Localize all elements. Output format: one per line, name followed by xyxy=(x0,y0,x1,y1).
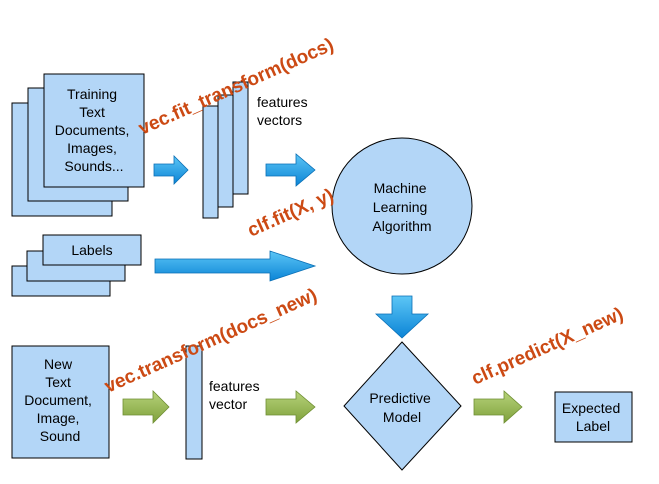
new-document-node: New Text Document, Image, Sound xyxy=(11,345,110,459)
feature-vectors-stack: features vectors xyxy=(202,81,311,219)
training-line: Sounds... xyxy=(64,158,123,174)
arrow-ml-to-model xyxy=(374,295,430,339)
feature-vector-bar xyxy=(217,94,234,208)
expected-label-node: Expected Label xyxy=(554,391,633,443)
expected-label-text: Expected Label xyxy=(562,400,624,434)
training-line: Text xyxy=(79,104,105,120)
code-predict: clf.predict(X_new) xyxy=(468,304,626,390)
new-document-box xyxy=(11,345,110,459)
predictive-model-diamond xyxy=(343,341,462,471)
training-line: Documents, xyxy=(55,122,130,138)
new-document-label: New Text Document, Image, Sound xyxy=(24,356,96,444)
features-vector-label: features vector xyxy=(209,378,263,412)
feature-vector-bar xyxy=(202,105,219,219)
arrow-labels-to-ml xyxy=(154,250,317,282)
arrow-features-to-ml xyxy=(265,153,316,187)
arrow-docs-to-features xyxy=(153,155,189,185)
code-fit: clf.fit(X, y) xyxy=(244,185,336,242)
arrow-feature-to-model xyxy=(265,390,316,424)
arrow-model-to-label xyxy=(473,390,523,424)
ml-algorithm-label: Machine Learning Algorithm xyxy=(372,180,431,234)
predictive-model-node: Predictive Model xyxy=(343,341,462,471)
training-line: Images, xyxy=(67,140,117,156)
training-documents-stack: Training Text Documents, Images, Sounds.… xyxy=(11,73,145,217)
labels-stack: Labels xyxy=(11,234,142,297)
ml-algorithm-circle xyxy=(331,137,473,275)
predictive-model-label: Predictive Model xyxy=(369,390,434,425)
training-doc-front xyxy=(43,73,145,188)
expected-label-box xyxy=(554,391,633,443)
training-line: Training xyxy=(67,86,117,102)
labels-label: Labels xyxy=(71,242,112,258)
arrow-newdoc-to-feature xyxy=(122,390,170,424)
labels-card-front xyxy=(42,234,142,266)
feature-vector-bar xyxy=(185,345,203,460)
features-vectors-label: features vectors xyxy=(257,94,311,128)
feature-vector-bar xyxy=(232,81,249,195)
ml-algorithm-node: Machine Learning Algorithm xyxy=(331,137,473,275)
training-documents-label: Training Text Documents, Images, Sounds.… xyxy=(55,86,134,174)
feature-vector-single: features vector xyxy=(185,345,263,460)
